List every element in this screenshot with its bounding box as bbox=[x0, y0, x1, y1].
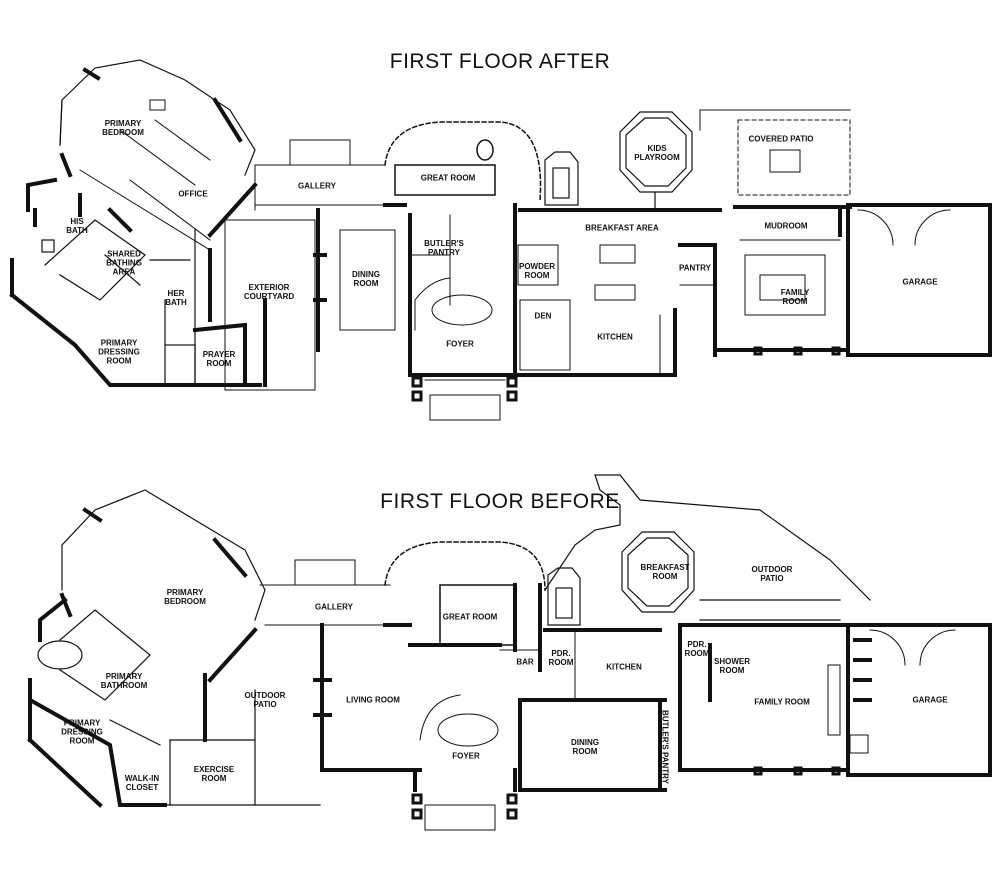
after-room-shared-bathing-area: SHARED BATHING AREA bbox=[106, 249, 142, 277]
after-room-kids-playroom: KIDS PLAYROOM bbox=[634, 144, 680, 162]
after-room-pantry: PANTRY bbox=[679, 263, 711, 273]
before-room-family-room: FAMILY ROOM bbox=[754, 697, 810, 707]
after-room-kitchen: KITCHEN bbox=[597, 332, 633, 342]
before-room-primary-dressing-room: PRIMARY DRESSING ROOM bbox=[61, 718, 103, 746]
after-room-his-bath: HIS BATH bbox=[66, 217, 88, 235]
after-room-prayer-room: PRAYER ROOM bbox=[202, 350, 236, 368]
before-room-exercise-room: EXERCISE ROOM bbox=[193, 765, 235, 783]
before-room-outdoor-patio-left: OUTDOOR PATIO bbox=[244, 691, 286, 709]
before-plan-walls bbox=[27, 474, 992, 831]
before-room-primary-bathroom: PRIMARY BATHROOM bbox=[100, 672, 148, 690]
before-room-garage: GARAGE bbox=[912, 695, 948, 705]
after-room-dining-room: DINING ROOM bbox=[352, 270, 380, 288]
before-room-living-room: LIVING ROOM bbox=[346, 695, 400, 705]
after-room-den: DEN bbox=[534, 311, 552, 321]
before-room-great-room: GREAT ROOM bbox=[442, 612, 498, 622]
after-room-garage: GARAGE bbox=[902, 277, 938, 287]
after-room-foyer: FOYER bbox=[446, 339, 474, 349]
after-room-primary-bedroom: PRIMARY BEDROOM bbox=[102, 119, 144, 137]
before-room-pdr-room: PDR. ROOM bbox=[548, 649, 574, 667]
before-room-bar: BAR bbox=[516, 657, 534, 667]
before-room-foyer: FOYER bbox=[452, 751, 480, 761]
before-room-outdoor-patio-right: OUTDOOR PATIO bbox=[751, 565, 793, 583]
before-room-kitchen: KITCHEN bbox=[606, 662, 642, 672]
after-room-her-bath: HER BATH bbox=[165, 289, 187, 307]
after-room-covered-patio: COVERED PATIO bbox=[748, 134, 814, 144]
before-room-breakfast-room: BREAKFAST ROOM bbox=[640, 563, 690, 581]
after-plan-walls bbox=[9, 59, 992, 421]
before-room-dining-room: DINING ROOM bbox=[571, 738, 599, 756]
before-room-walk-in-closet: WALK-IN CLOSET bbox=[124, 774, 160, 792]
after-room-powder-room: POWDER ROOM bbox=[519, 262, 555, 280]
before-room-primary-bedroom: PRIMARY BEDROOM bbox=[164, 588, 206, 606]
after-room-great-room: GREAT ROOM bbox=[420, 173, 476, 183]
after-room-exterior-courtyard: EXTERIOR COURTYARD bbox=[243, 283, 295, 301]
after-room-office: OFFICE bbox=[178, 189, 208, 199]
before-room-gallery: GALLERY bbox=[315, 602, 353, 612]
before-room-shower-room: SHOWER ROOM bbox=[714, 657, 750, 675]
before-plan-title: FIRST FLOOR BEFORE bbox=[380, 490, 620, 513]
after-room-mudroom: MUDROOM bbox=[764, 221, 808, 231]
after-room-family-room: FAMILY ROOM bbox=[780, 288, 810, 306]
after-room-primary-dressing-room: PRIMARY DRESSING ROOM bbox=[98, 338, 140, 366]
after-room-breakfast-area: BREAKFAST AREA bbox=[585, 223, 659, 233]
after-plan-title: FIRST FLOOR AFTER bbox=[389, 50, 611, 73]
after-room-gallery: GALLERY bbox=[298, 181, 336, 191]
after-room-butlers-pantry: BUTLER'S PANTRY bbox=[424, 239, 464, 257]
before-room-butlers-pantry: BUTLER'S PANTRY bbox=[660, 710, 670, 784]
before-room-pdr-room-2: PDR. ROOM bbox=[684, 640, 710, 658]
